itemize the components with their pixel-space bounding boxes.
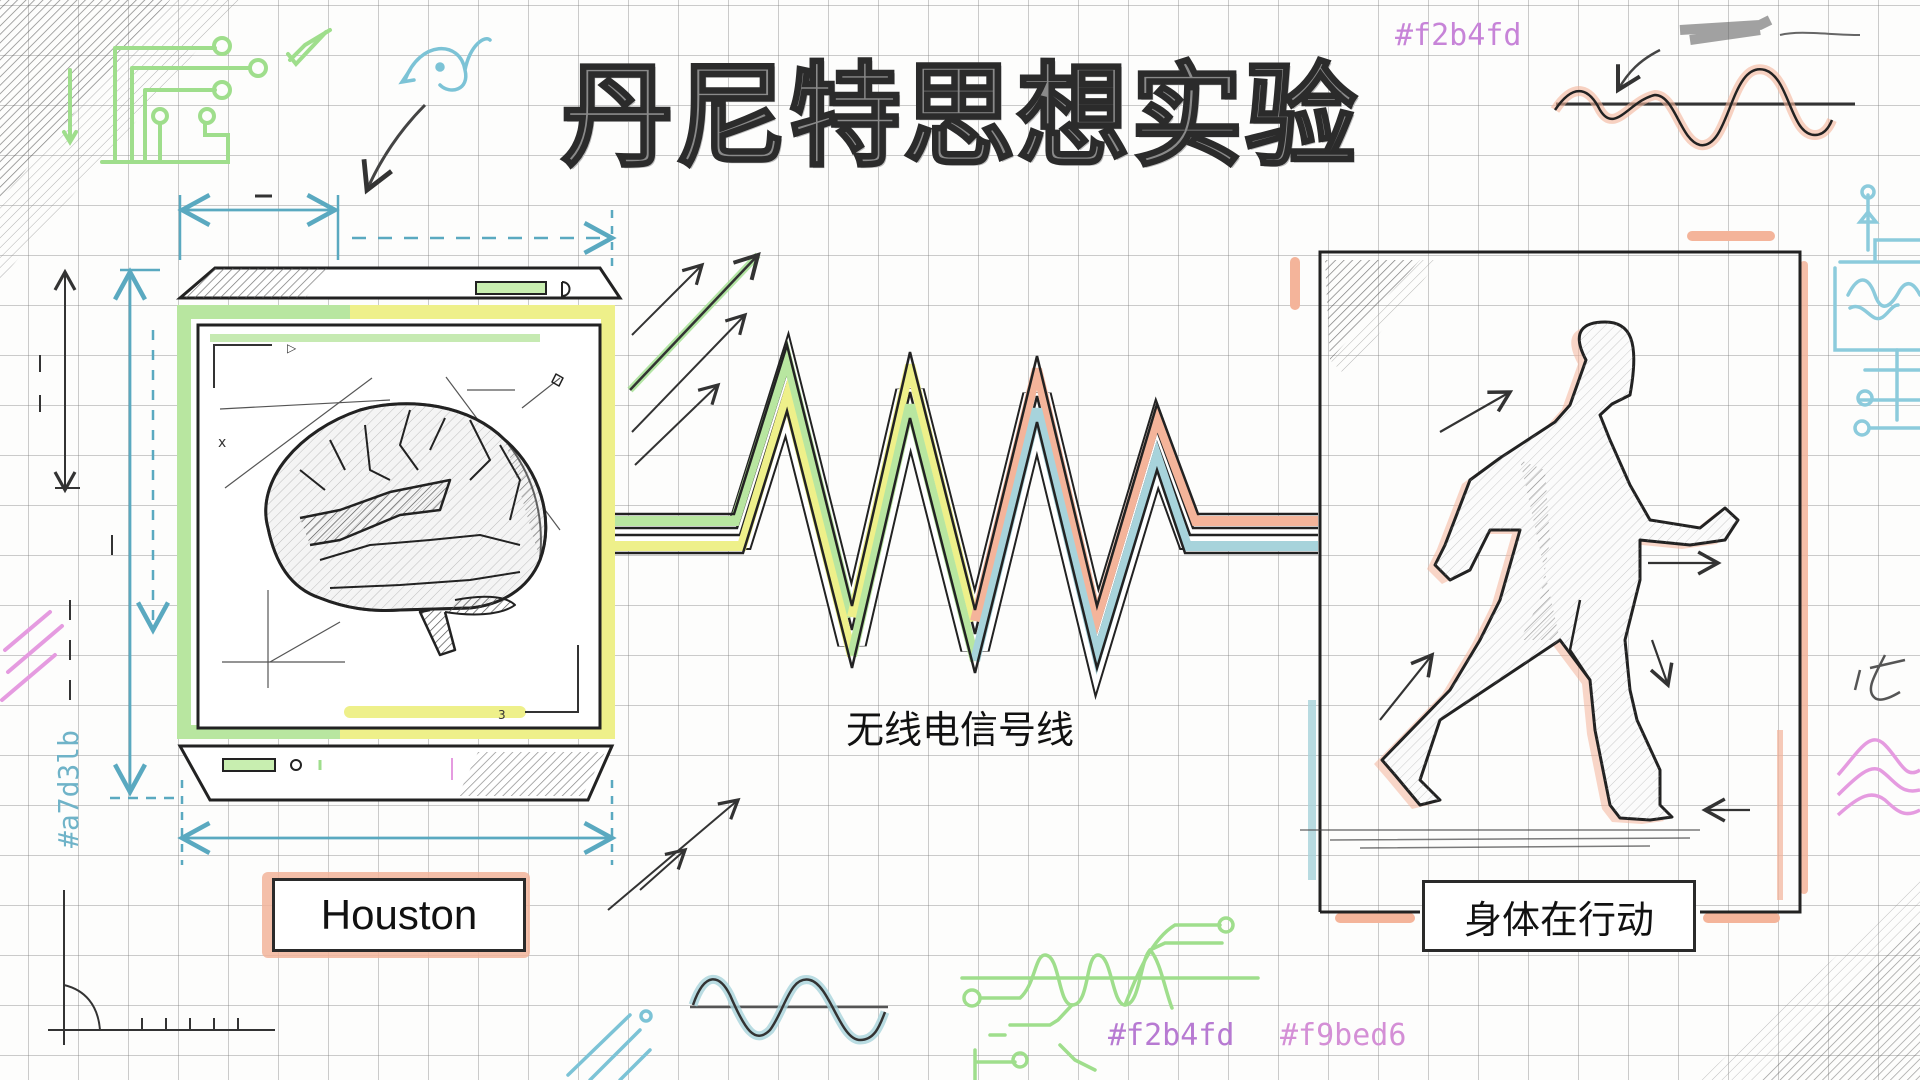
axes-doodle-bottom-left bbox=[48, 890, 275, 1045]
radio-signal-wave bbox=[615, 329, 1318, 701]
teal-strokes-bottom bbox=[566, 1009, 653, 1080]
scribble-it bbox=[1853, 654, 1906, 701]
svg-text:x: x bbox=[218, 435, 226, 451]
dimension-lines-device bbox=[110, 193, 617, 865]
svg-text:▷: ▷ bbox=[287, 341, 297, 355]
device-label: Houston bbox=[272, 878, 526, 952]
circuit-doodle-top-left bbox=[62, 28, 332, 164]
circuit-doodle-bottom bbox=[960, 916, 1260, 1080]
hex-annotation-bottom-1: #f2b4fd bbox=[1108, 1018, 1235, 1053]
hex-annotation-top: #f2b4fd bbox=[1395, 18, 1522, 53]
sine-doodle-bottom bbox=[688, 974, 890, 1045]
sine-doodle-top-right bbox=[1550, 15, 1861, 151]
corner-hatching-top-left bbox=[0, 0, 240, 280]
pink-strokes-left bbox=[0, 610, 64, 702]
body-panel-label: 身体在行动 bbox=[1422, 880, 1696, 952]
circuit-doodle-right bbox=[1833, 184, 1920, 437]
pink-wave-doodle-right bbox=[1836, 738, 1920, 817]
hex-annotation-bottom-2: #f9bed6 bbox=[1280, 1018, 1407, 1053]
brain-sketch bbox=[219, 373, 564, 688]
signal-label: 无线电信号线 bbox=[845, 708, 1074, 752]
eye-swirl-doodle bbox=[398, 37, 492, 92]
curved-arrow-to-device bbox=[361, 103, 427, 195]
corner-hatching-bottom-right bbox=[1700, 880, 1920, 1080]
page-title: 丹尼特思想实验 bbox=[560, 51, 1359, 184]
walking-figure bbox=[1300, 320, 1740, 849]
svg-text:3: 3 bbox=[498, 708, 506, 722]
check-mark-icon bbox=[286, 30, 328, 68]
emission-arrows-lower bbox=[607, 797, 741, 911]
device-monitor: x ▷ 3 bbox=[175, 266, 623, 802]
hex-annotation-left: #a7d3lb bbox=[52, 729, 85, 848]
motion-arrows bbox=[1379, 390, 1750, 823]
emission-arrows-upper bbox=[627, 252, 761, 466]
ink-dimension-marks bbox=[39, 194, 272, 700]
body-panel-frame bbox=[1290, 231, 1808, 923]
